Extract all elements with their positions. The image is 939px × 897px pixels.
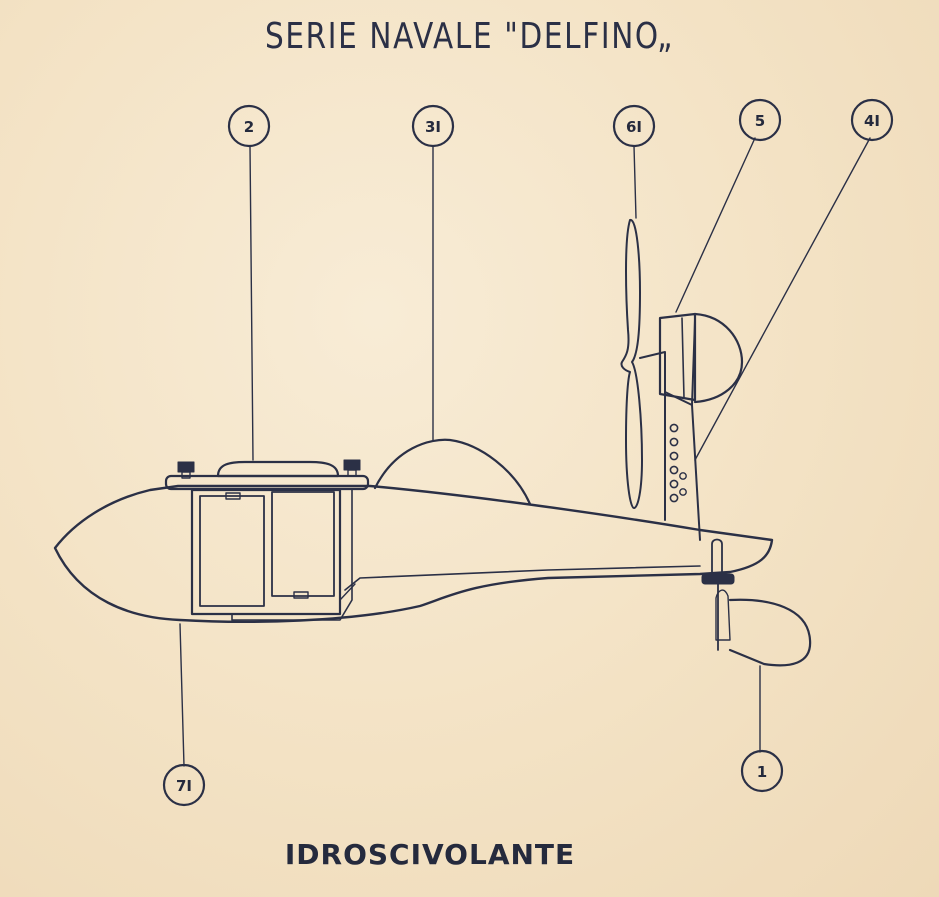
callout-5: 5 xyxy=(738,98,782,142)
leader-lines xyxy=(179,137,871,767)
battery-cover xyxy=(164,459,370,491)
callout-41: 4I xyxy=(850,98,894,142)
motor-housing xyxy=(658,312,744,404)
diagram-title: SERIE NAVALE "DELFINO„ xyxy=(264,16,675,57)
svg-text:4I: 4I xyxy=(864,112,880,130)
svg-text:2: 2 xyxy=(244,118,254,136)
svg-text:3I: 3I xyxy=(425,118,441,136)
callout-31: 3I xyxy=(411,104,455,148)
callout-71: 7I xyxy=(162,763,206,807)
rudder xyxy=(701,538,812,667)
svg-text:7I: 7I xyxy=(176,777,192,795)
battery-compartment xyxy=(190,488,353,621)
svg-text:6I: 6I xyxy=(626,118,642,136)
callout-61: 6I xyxy=(612,104,656,148)
air-propeller xyxy=(620,219,643,509)
svg-text:5: 5 xyxy=(755,112,765,130)
callout-2: 2 xyxy=(227,104,271,148)
cabin-dome xyxy=(373,438,532,506)
svg-text:1: 1 xyxy=(757,763,767,781)
callout-1: 1 xyxy=(740,749,784,793)
motor-pylon xyxy=(639,319,701,541)
diagram-subtitle: IDROSCIVOLANTE xyxy=(284,838,576,871)
